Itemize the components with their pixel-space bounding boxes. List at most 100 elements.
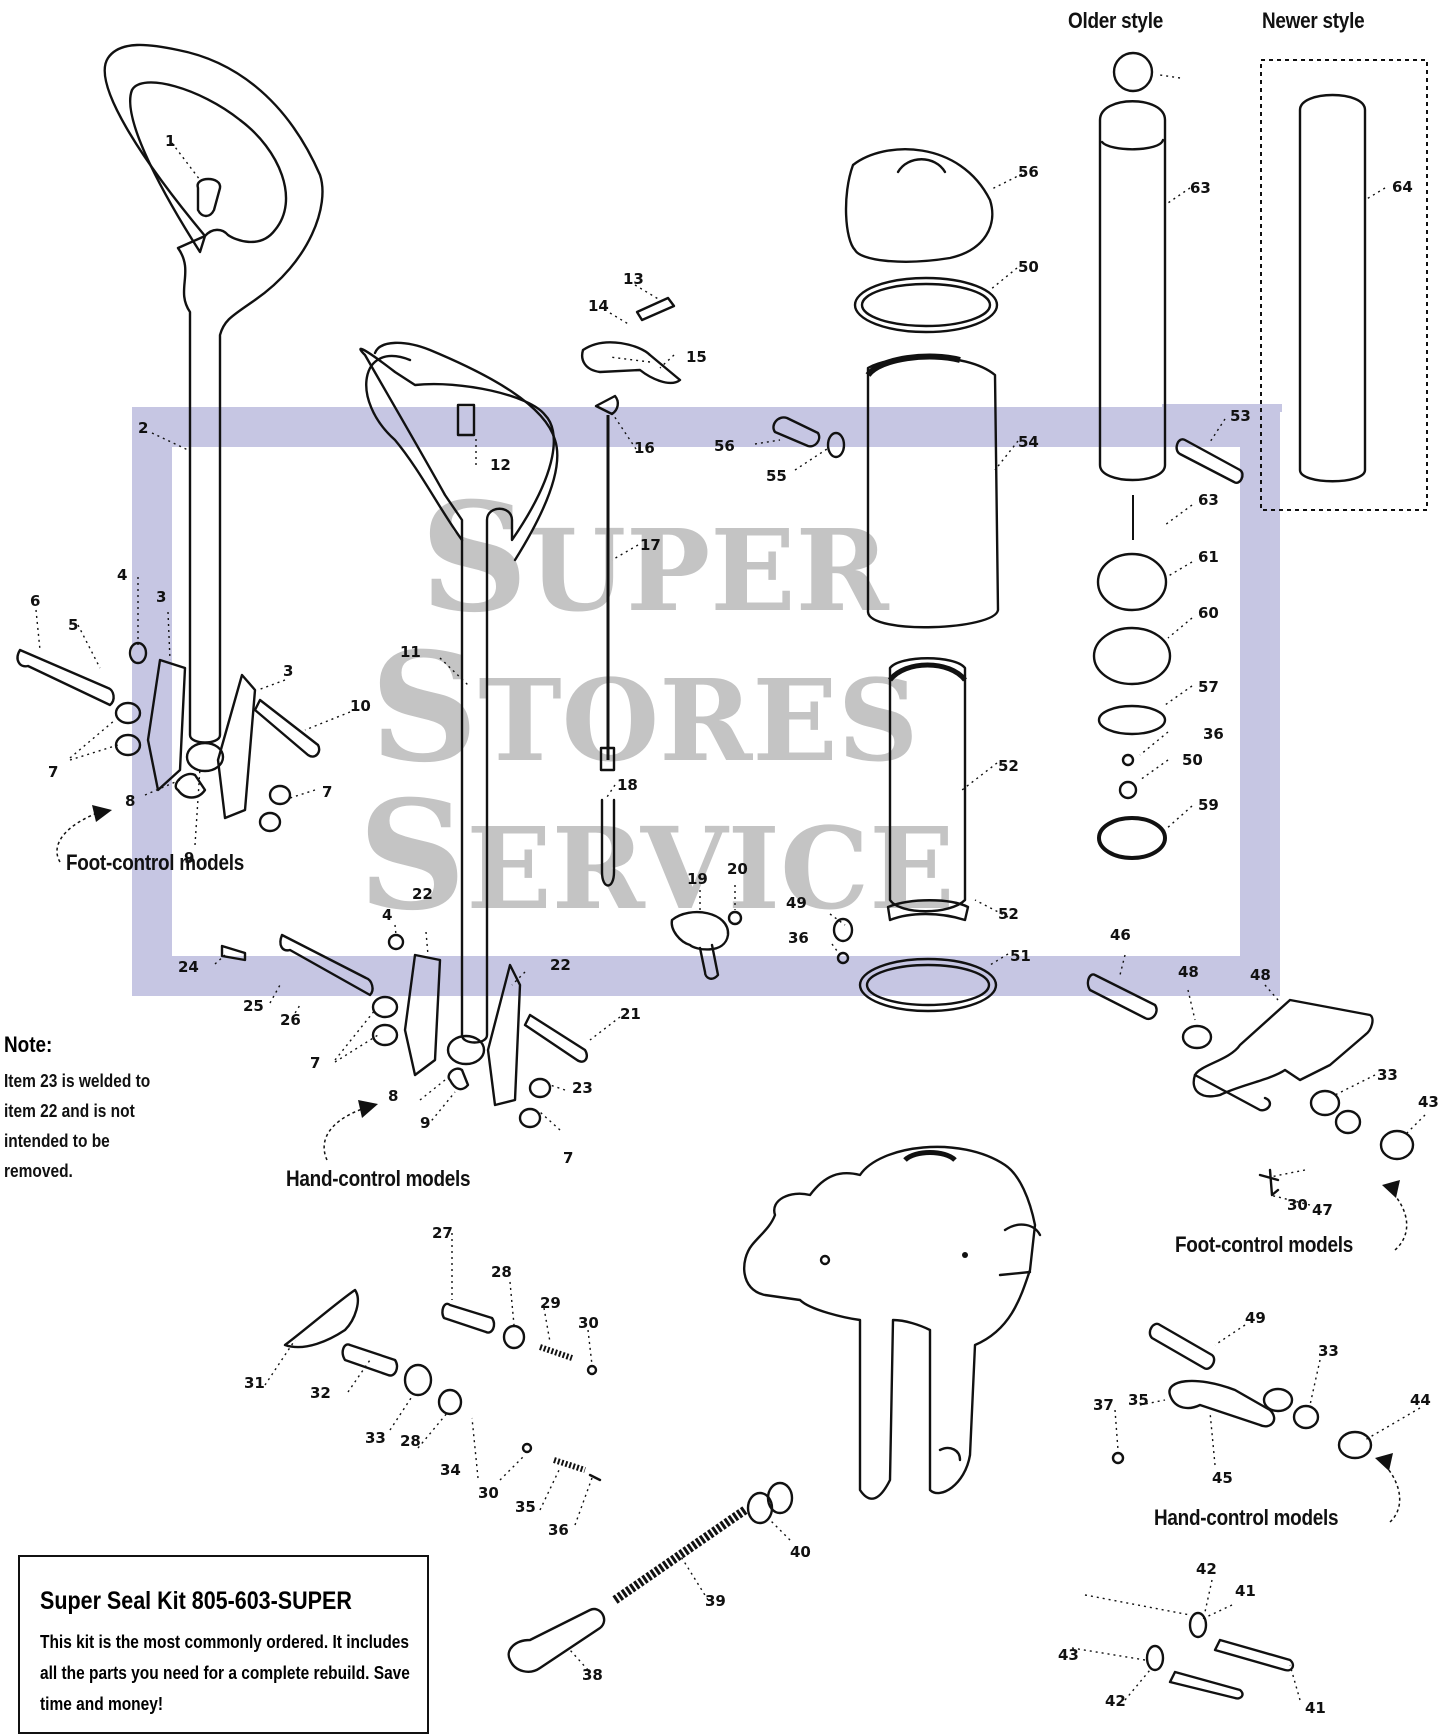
- leader-lines: [35, 74, 1426, 1701]
- hand-control-label-left: Hand-control models: [286, 1166, 471, 1191]
- part-number: 53: [1230, 407, 1251, 425]
- part-number: 11: [400, 643, 421, 661]
- part-number: 59: [1198, 796, 1219, 814]
- part-number: 36: [788, 929, 809, 947]
- watermark-mask-top: [1162, 404, 1282, 412]
- part-number: 32: [310, 1384, 331, 1402]
- part-number: 15: [686, 348, 707, 366]
- part-number: 47: [1312, 1201, 1333, 1219]
- arrow-hand-right: [1375, 1453, 1401, 1523]
- part-number: 10: [350, 697, 371, 715]
- arrow-foot-left: [56, 805, 112, 863]
- part-number: 3: [156, 588, 166, 606]
- part-number: 43: [1058, 1646, 1079, 1664]
- part-number: 50: [1018, 258, 1039, 276]
- part-number: 41: [1235, 1582, 1256, 1600]
- part-number: 30: [578, 1314, 599, 1332]
- part-number: 30: [478, 1484, 499, 1502]
- release-valve-parts: [283, 1288, 602, 1482]
- part-number: 7: [563, 1149, 573, 1167]
- part-number: 46: [1110, 926, 1131, 944]
- part-number: 14: [588, 297, 609, 315]
- foot-control-label-left: Foot-control models: [66, 850, 244, 875]
- part-number: 5: [68, 616, 78, 634]
- part-number: 64: [1392, 178, 1413, 196]
- part-number: 4: [117, 566, 127, 584]
- hand-control-label-right: Hand-control models: [1154, 1505, 1339, 1530]
- part-number: 20: [727, 860, 748, 878]
- newer-style-box: [1260, 59, 1428, 511]
- part-number: 26: [280, 1011, 301, 1029]
- part-number: 51: [1010, 947, 1031, 965]
- part-number: 49: [1245, 1309, 1266, 1327]
- part-number: 2: [138, 419, 148, 437]
- part-number: 35: [515, 1498, 536, 1516]
- link-pins: [1145, 1611, 1295, 1700]
- pump-column: [772, 148, 1000, 1013]
- part-number: 6: [30, 592, 40, 610]
- arrow-foot-right: [1382, 1180, 1408, 1251]
- part-number: 50: [1182, 751, 1203, 769]
- part-number: 52: [998, 757, 1019, 775]
- part-number: 40: [790, 1543, 811, 1561]
- lever-assembly-right: [1111, 1322, 1373, 1465]
- part-number: 8: [125, 792, 135, 810]
- part-number: 42: [1196, 1560, 1217, 1578]
- part-number: 63: [1198, 491, 1219, 509]
- part-number: 55: [766, 467, 787, 485]
- part-number: 7: [48, 763, 58, 781]
- part-number: 48: [1250, 966, 1271, 984]
- part-number: 41: [1305, 1699, 1326, 1717]
- seal-kit-description: This kit is the most commonly ordered. I…: [40, 1632, 410, 1714]
- part-number: 31: [244, 1374, 265, 1392]
- part-number: 16: [634, 439, 655, 457]
- part-number: 56: [1018, 163, 1039, 181]
- older-style-header: Older style: [1068, 8, 1163, 33]
- handle-foot-control: [103, 43, 324, 744]
- part-number: 52: [998, 905, 1019, 923]
- linkage-hand-control-left: [220, 933, 589, 1129]
- part-number-labels: 1 2 3 3 4 4 5 6 7 7 7 7 8 8 9 9 10 11 12…: [30, 132, 1439, 1717]
- part-number: 45: [1212, 1469, 1233, 1487]
- part-number: 8: [388, 1087, 398, 1105]
- part-number: 24: [178, 958, 199, 976]
- spring-assembly: [507, 1481, 794, 1673]
- part-number: 7: [310, 1054, 320, 1072]
- valve-parts: [670, 910, 854, 980]
- part-number: 3: [283, 662, 293, 680]
- watermark-line-3: SERVICE: [358, 768, 955, 944]
- part-number: 63: [1190, 179, 1211, 197]
- part-number: 56: [714, 437, 735, 455]
- part-number: 34: [440, 1461, 461, 1479]
- part-number: 13: [623, 270, 644, 288]
- pump-base: [743, 1145, 1042, 1500]
- handle-hand-control: [359, 341, 559, 1044]
- part-number: 36: [548, 1521, 569, 1539]
- newer-style-header: Newer style: [1262, 8, 1365, 33]
- part-number: 9: [184, 849, 194, 867]
- part-number: 9: [420, 1114, 430, 1132]
- part-number: 29: [540, 1294, 561, 1312]
- part-number: 36: [1203, 725, 1224, 743]
- linkage-foot-control-left: [16, 641, 321, 833]
- part-number: 17: [640, 536, 661, 554]
- part-number: 33: [1377, 1066, 1398, 1084]
- part-number: 57: [1198, 678, 1219, 696]
- part-number: 23: [572, 1079, 593, 1097]
- part-number: 35: [1128, 1391, 1149, 1409]
- seal-kit-title: Super Seal Kit 805-603-SUPER: [40, 1587, 352, 1615]
- part-number: 42: [1105, 1692, 1126, 1710]
- part-number: 43: [1418, 1093, 1439, 1111]
- part-number: 44: [1410, 1391, 1431, 1409]
- part-number: 61: [1198, 548, 1219, 566]
- part-number: 33: [1318, 1342, 1339, 1360]
- part-number: 39: [705, 1592, 726, 1610]
- note-body: Item 23 is welded to item 22 and is not …: [4, 1071, 151, 1181]
- part-number: 30: [1287, 1196, 1308, 1214]
- part-number: 12: [490, 456, 511, 474]
- pedal-assembly: [1086, 973, 1415, 1197]
- plunger-older: [1092, 51, 1244, 860]
- part-number: 49: [786, 894, 807, 912]
- part-number: 1: [165, 132, 175, 150]
